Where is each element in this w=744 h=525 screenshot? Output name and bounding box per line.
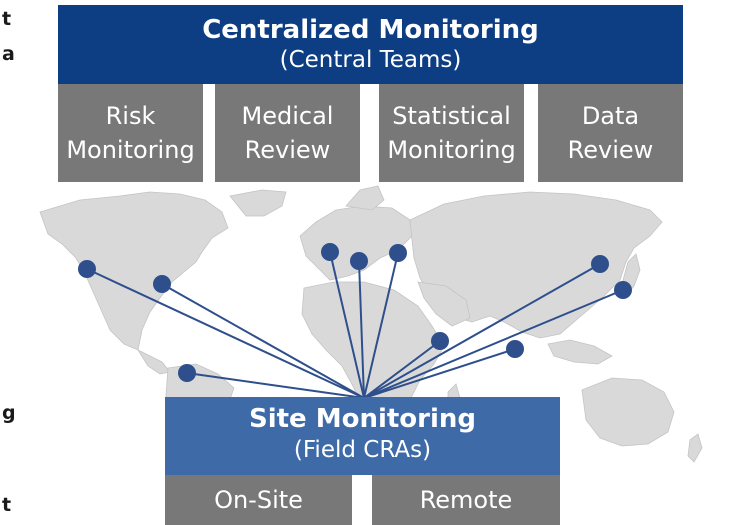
site-marker-eastern-europe — [389, 244, 407, 262]
connector-line — [363, 348, 516, 399]
site-marker-china — [591, 255, 609, 273]
site-marker-central-europe — [350, 252, 368, 270]
site-marker-india — [506, 340, 524, 358]
site-marker-east-north-america — [153, 275, 171, 293]
australia-shape — [581, 377, 675, 447]
edge-text-fragment: a — [2, 43, 15, 65]
connector-line — [186, 372, 365, 399]
edge-text-fragment: t — [2, 494, 12, 516]
site-marker-south-america — [178, 364, 196, 382]
north-america-shape — [39, 191, 229, 351]
site-marker-japan — [614, 281, 632, 299]
connector-line — [86, 268, 365, 399]
centralized-monitoring-title: Centralized Monitoring — [202, 15, 539, 45]
scandinavia-shape — [345, 185, 385, 211]
edge-text-fragment: t — [2, 8, 12, 30]
connector-line — [329, 251, 365, 399]
southeast-asia-shape — [547, 339, 613, 365]
connector-lines — [86, 251, 624, 399]
site-monitoring-subtitle: (Field CRAs) — [293, 437, 432, 463]
connector-line — [363, 263, 601, 399]
site-marker-east-africa — [431, 332, 449, 350]
medical-review-box: Medical Review — [215, 84, 360, 182]
arabia-shape — [417, 281, 471, 327]
new-zealand-shape — [687, 433, 703, 463]
connector-line — [363, 289, 624, 399]
central-america-shape — [136, 349, 171, 375]
greenland-shape — [229, 189, 287, 217]
site-marker-west-north-america — [78, 260, 96, 278]
connector-line — [363, 340, 441, 399]
remote-box: Remote — [372, 475, 560, 525]
data-review-box: Data Review — [538, 84, 683, 182]
centralized-monitoring-subtitle: (Central Teams) — [279, 47, 462, 73]
connector-line — [161, 283, 365, 399]
statistical-monitoring-box: Statistical Monitoring — [379, 84, 524, 182]
site-monitoring-header: Site Monitoring (Field CRAs) — [165, 397, 560, 475]
edge-text-fragment: g — [2, 402, 16, 424]
site-monitoring-title: Site Monitoring — [248, 404, 477, 434]
site-markers — [78, 243, 632, 382]
centralized-monitoring-header: Centralized Monitoring (Central Teams) — [58, 5, 683, 84]
site-marker-western-europe — [321, 243, 339, 261]
risk-monitoring-box: Risk Monitoring — [58, 84, 203, 182]
connector-line — [358, 260, 365, 399]
on-site-box: On-Site — [165, 475, 352, 525]
connector-line — [363, 252, 399, 399]
